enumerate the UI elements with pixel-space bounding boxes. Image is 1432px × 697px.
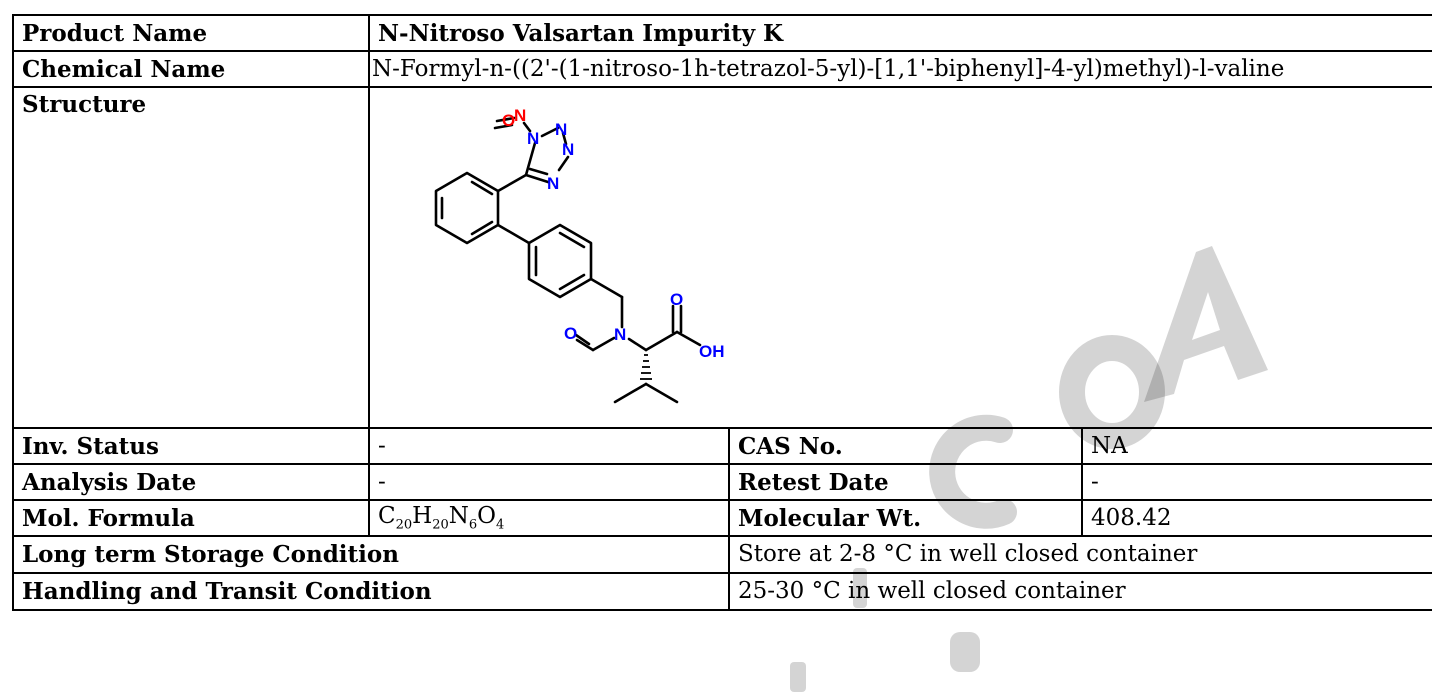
structure-cell: O N N N N N N O O OH: [367, 86, 1432, 429]
analysis-date-label: Analysis Date: [12, 463, 370, 501]
row-product-name: Product Name N-Nitroso Valsartan Impurit…: [12, 14, 1432, 52]
atom-n1: N: [527, 129, 539, 148]
cas-label: CAS No.: [728, 427, 1083, 465]
atom-n3: N: [562, 140, 574, 159]
row-chemical-name: Chemical Name N-Formyl-n-((2'-(1-nitroso…: [12, 50, 1432, 88]
atom-n2: N: [555, 120, 567, 139]
chemical-name-label: Chemical Name: [12, 50, 370, 88]
analysis-date-value: -: [368, 463, 730, 501]
atom-o-nitroso: O: [502, 111, 515, 130]
storage-value: Store at 2-8 °C in well closed container: [727, 535, 1432, 574]
row-structure: Structure: [12, 86, 1432, 429]
chemical-name-value: N-Formyl-n-((2'-(1-nitroso-1h-tetrazol-5…: [367, 50, 1432, 88]
row-storage: Long term Storage Condition Store at 2-8…: [12, 535, 1432, 574]
row-mol-formula: Mol. Formula C20H20N6O4 Molecular Wt. 40…: [12, 499, 1432, 537]
cas-value: NA: [1080, 427, 1432, 465]
product-name-value: N-Nitroso Valsartan Impurity K: [367, 14, 1432, 52]
product-name-label: Product Name: [12, 14, 370, 52]
atom-o-formyl: O: [564, 324, 577, 343]
inv-status-value: -: [368, 427, 730, 465]
storage-label: Long term Storage Condition: [12, 535, 730, 574]
atom-o-carbonyl: O: [670, 290, 683, 309]
retest-date-label: Retest Date: [728, 463, 1083, 501]
row-inv-status: Inv. Status - CAS No. NA: [12, 427, 1432, 465]
atom-oh: OH: [699, 342, 725, 361]
molecule-structure: O N N N N N N O O OH: [434, 106, 725, 404]
mol-wt-label: Molecular Wt.: [728, 499, 1083, 537]
mol-formula-value: C20H20N6O4: [368, 499, 730, 537]
retest-date-value: -: [1080, 463, 1432, 501]
mol-wt-value: 408.42: [1080, 499, 1432, 537]
row-handling: Handling and Transit Condition 25-30 °C …: [12, 572, 1432, 611]
coa-table: Product Name N-Nitroso Valsartan Impurit…: [12, 14, 1432, 611]
handling-value: 25-30 °C in well closed container: [727, 572, 1432, 611]
atom-n4: N: [547, 174, 559, 193]
atom-n-amide: N: [614, 325, 626, 344]
inv-status-label: Inv. Status: [12, 427, 370, 465]
row-analysis-date: Analysis Date - Retest Date -: [12, 463, 1432, 501]
structure-label: Structure: [12, 86, 370, 429]
handling-label: Handling and Transit Condition: [12, 572, 730, 611]
atom-n-nitroso: N: [514, 106, 526, 125]
mol-formula-label: Mol. Formula: [12, 499, 370, 537]
